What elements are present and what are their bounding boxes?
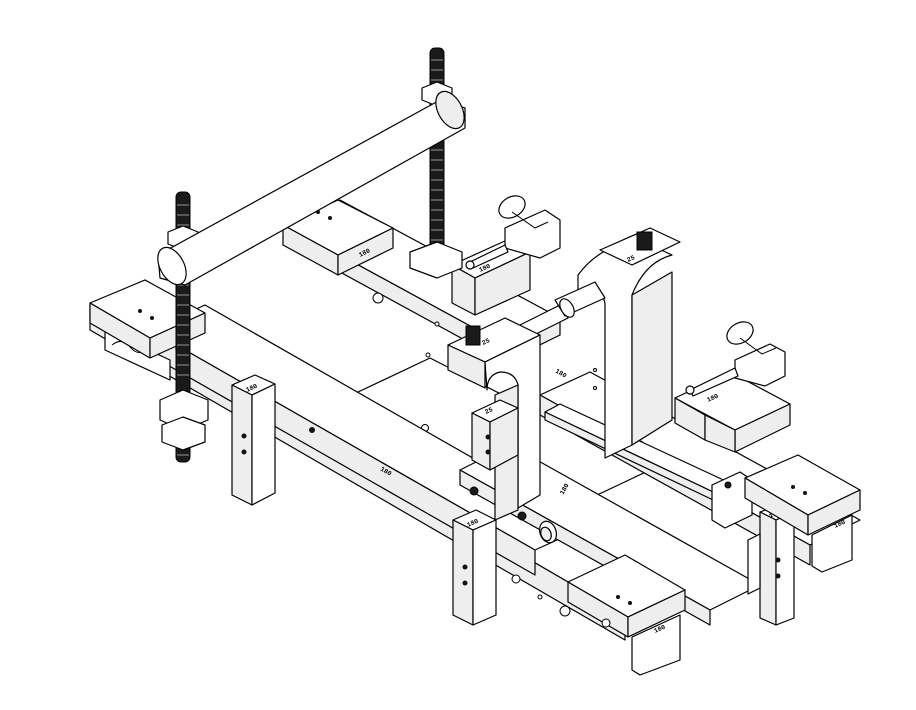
tower-right-label: 25 xyxy=(626,254,636,264)
bottom-front-block-label: 180 xyxy=(653,624,667,635)
base-mark: 180 xyxy=(559,482,571,496)
center-pad-block: 25 xyxy=(471,399,519,471)
upright-center-label: 180 xyxy=(466,518,480,529)
clamp-front-label: 180 xyxy=(706,393,720,404)
bottom-right-block-label: 180 xyxy=(833,519,847,530)
clamp-front: 180 xyxy=(674,321,791,453)
upright-center: 180 xyxy=(452,509,497,626)
rail-left-label: 180 xyxy=(379,466,393,478)
cross-bar xyxy=(157,90,466,286)
clamp-rear: 180 xyxy=(451,195,561,316)
top-rear-block-label: 180 xyxy=(358,247,372,258)
clamp-rear-label: 180 xyxy=(478,263,492,274)
upright-right: 180 xyxy=(747,504,795,626)
rail-right-label: 180 xyxy=(554,368,568,380)
bottom-front-block: 180 xyxy=(511,554,686,676)
tower-left-label: 25 xyxy=(481,337,491,347)
bottom-right-block: 180 xyxy=(744,454,861,573)
small-block-label: 25 xyxy=(484,406,494,416)
upright-left: 180 xyxy=(231,374,276,506)
roller-pin: 180 xyxy=(538,482,571,544)
upright-left-label: 180 xyxy=(245,383,259,394)
